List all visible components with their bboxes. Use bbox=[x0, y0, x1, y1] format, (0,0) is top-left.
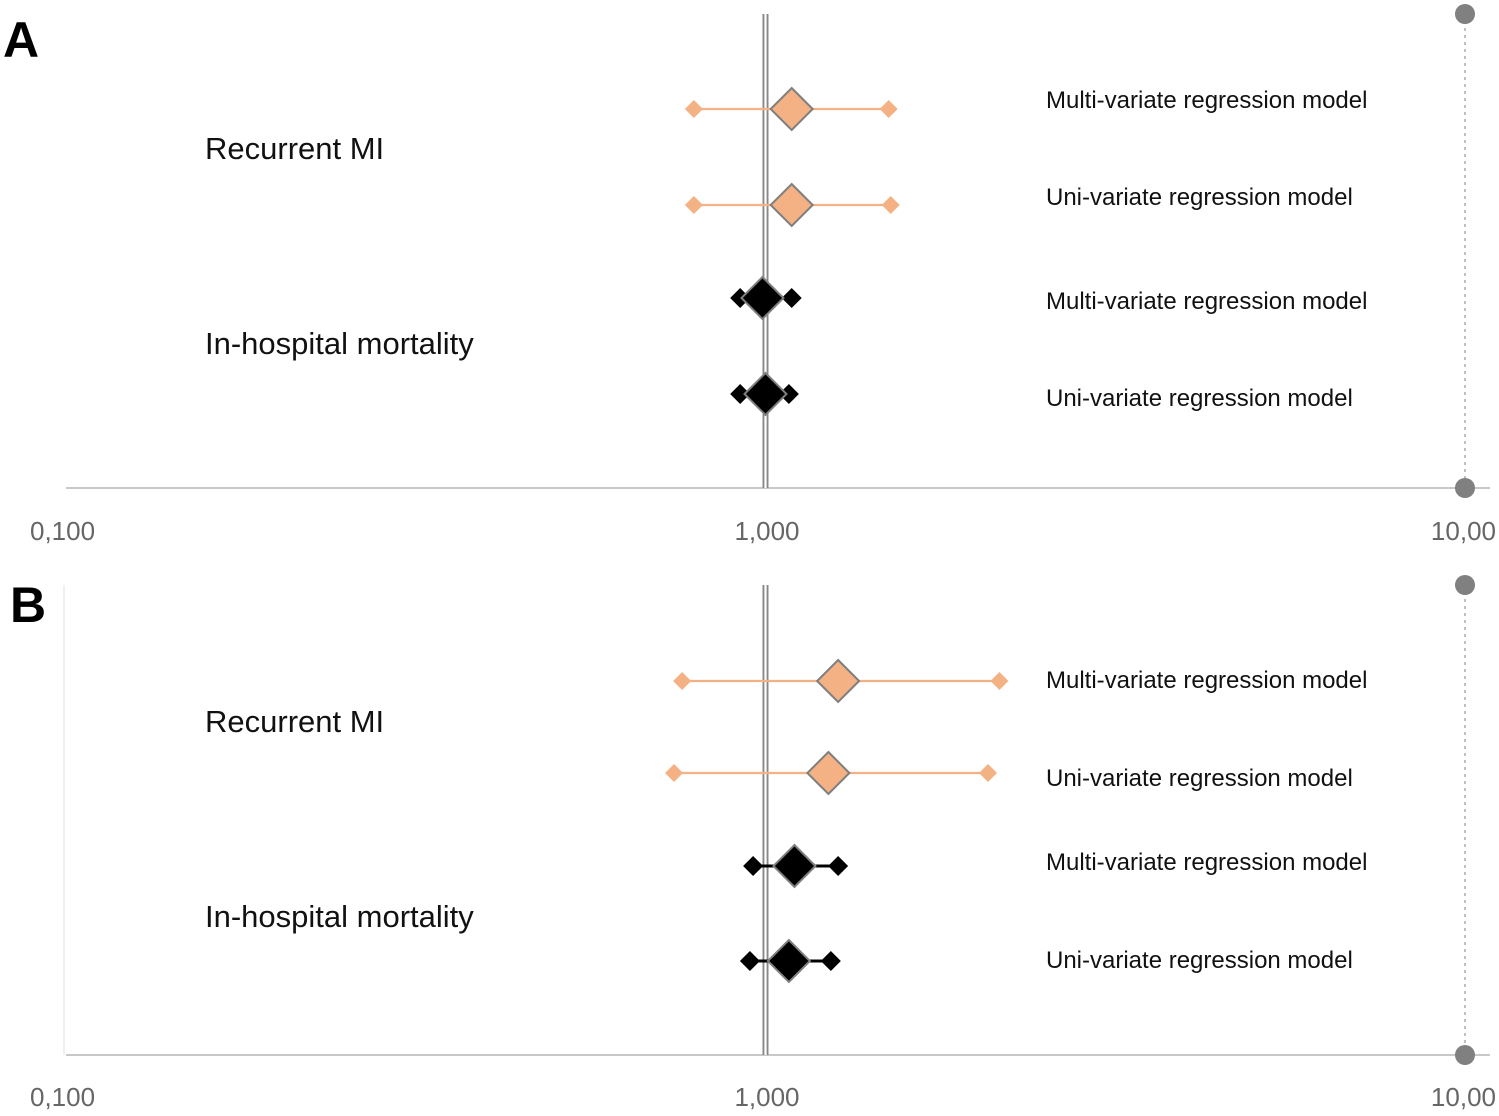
ci-lower-marker bbox=[665, 764, 684, 782]
ci-lower-marker bbox=[739, 951, 760, 971]
ci-upper-marker bbox=[990, 672, 1009, 690]
x-tick-label: 1,000 bbox=[734, 1082, 799, 1112]
row-label: Uni-variate regression model bbox=[1046, 184, 1353, 211]
row-label: Uni-variate regression model bbox=[1046, 765, 1353, 792]
ci-upper-marker bbox=[820, 951, 841, 971]
ci-upper-marker bbox=[778, 384, 799, 404]
x-tick-label: 10,00 bbox=[1431, 516, 1496, 546]
ci-upper-marker bbox=[828, 856, 849, 876]
forest-row: Multi-variate regression model bbox=[730, 275, 1367, 321]
x-tick-label: 0,100 bbox=[30, 516, 95, 546]
x-tick-label: 0,100 bbox=[30, 1082, 95, 1112]
ci-lower-marker bbox=[684, 196, 703, 214]
panel-b: B 0,100 1,000 10,00 Recurrent MI Multi-variat… bbox=[10, 575, 1496, 1112]
axis-end-marker-bottom bbox=[1455, 1045, 1475, 1065]
row-label: Multi-variate regression model bbox=[1046, 667, 1367, 694]
ci-lower-marker bbox=[673, 672, 692, 690]
point-estimate-marker bbox=[743, 371, 788, 417]
ci-upper-marker bbox=[879, 100, 898, 118]
group-label: Recurrent MI bbox=[205, 704, 384, 739]
point-estimate-marker bbox=[766, 938, 812, 984]
axis-end-marker-top bbox=[1455, 575, 1475, 595]
row-label: Uni-variate regression model bbox=[1046, 947, 1353, 974]
panel-letter: B bbox=[10, 577, 46, 633]
panel-letter: A bbox=[3, 12, 39, 68]
ci-upper-marker bbox=[978, 764, 997, 782]
ci-lower-marker bbox=[684, 100, 703, 118]
forest-row: Uni-variate regression model bbox=[665, 750, 1353, 796]
forest-row: Uni-variate regression model bbox=[684, 182, 1353, 228]
row-label: Multi-variate regression model bbox=[1046, 849, 1367, 876]
point-estimate-marker bbox=[769, 182, 815, 228]
row-label: Multi-variate regression model bbox=[1046, 87, 1367, 114]
ci-lower-marker bbox=[730, 384, 751, 404]
point-estimate-marker bbox=[805, 750, 851, 796]
x-tick-label: 1,000 bbox=[734, 516, 799, 546]
axis-end-marker-top bbox=[1455, 4, 1475, 24]
point-estimate-marker bbox=[815, 658, 861, 704]
forest-row: Uni-variate regression model bbox=[730, 371, 1353, 417]
forest-row: Multi-variate regression model bbox=[684, 86, 1367, 132]
panel-a: A 0,100 1,000 10,00 Recurrent MI Multi-variat… bbox=[3, 4, 1496, 546]
axis-end-marker-bottom bbox=[1455, 478, 1475, 498]
ci-upper-marker bbox=[781, 288, 802, 308]
point-estimate-marker bbox=[772, 843, 817, 889]
forest-row: Multi-variate regression model bbox=[673, 658, 1367, 704]
group-label: Recurrent MI bbox=[205, 131, 384, 166]
group-label: In-hospital mortality bbox=[205, 899, 474, 934]
ci-upper-marker bbox=[881, 196, 900, 214]
x-tick-label: 10,00 bbox=[1431, 1082, 1496, 1112]
point-estimate-marker bbox=[769, 86, 815, 132]
group-label: In-hospital mortality bbox=[205, 326, 474, 361]
forest-row: Multi-variate regression model bbox=[743, 843, 1367, 889]
point-estimate-marker bbox=[740, 275, 785, 321]
forest-row: Uni-variate regression model bbox=[739, 938, 1353, 984]
ci-lower-marker bbox=[743, 856, 764, 876]
row-label: Uni-variate regression model bbox=[1046, 385, 1353, 412]
row-label: Multi-variate regression model bbox=[1046, 288, 1367, 315]
